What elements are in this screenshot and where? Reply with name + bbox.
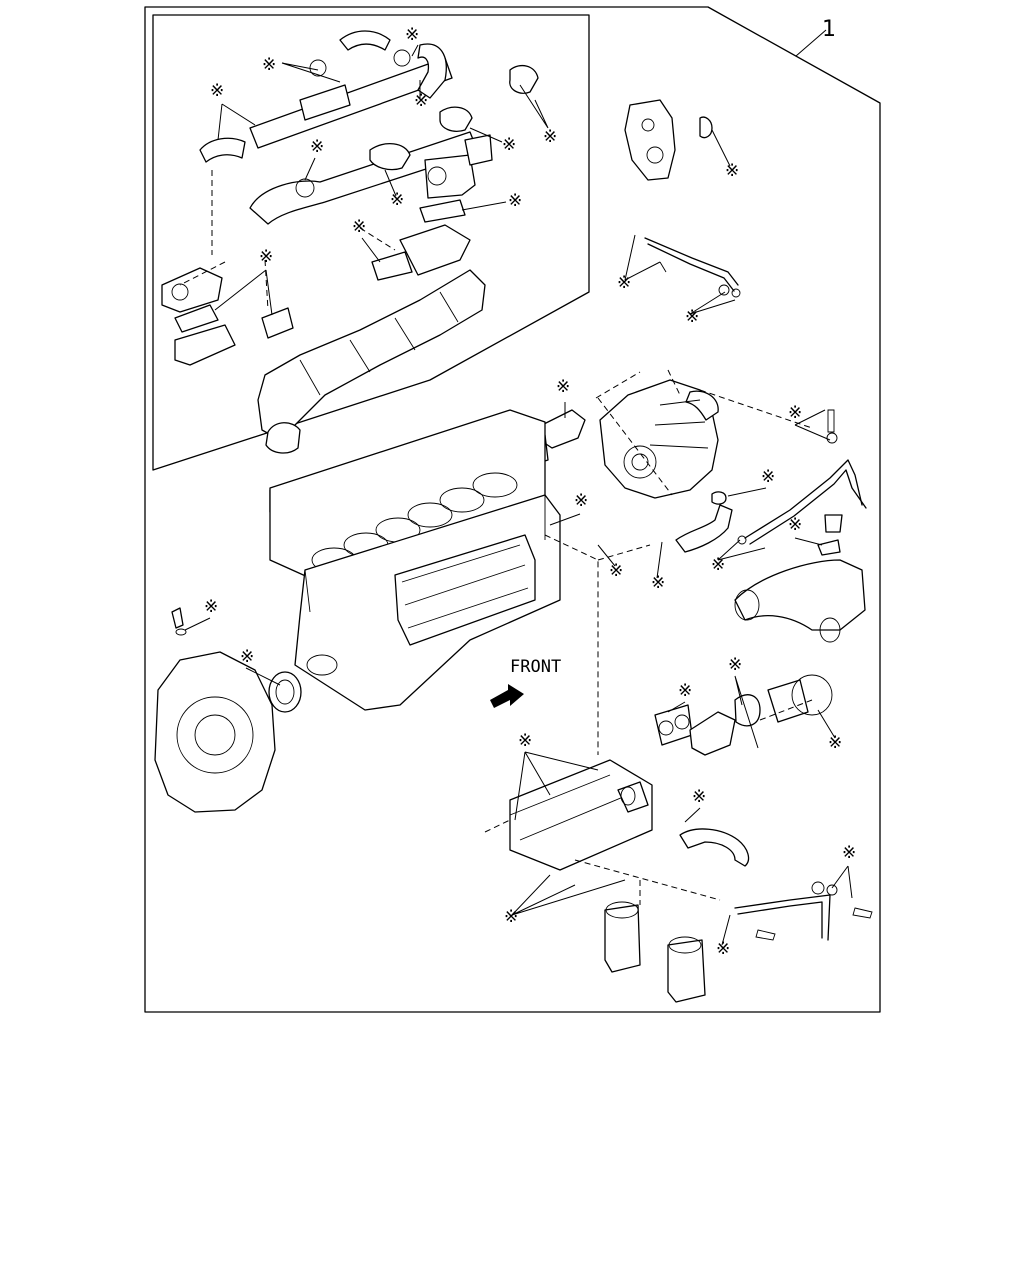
svg-text:※: ※ [405, 25, 419, 45]
turbo-oil-feed-pipe [737, 409, 867, 545]
svg-text:※: ※ [210, 81, 224, 101]
egr-cooler-left [161, 267, 223, 313]
exhaust-pipe-middle [249, 106, 479, 225]
kit-marker-leaders [184, 44, 853, 946]
turbocharger [599, 379, 719, 499]
svg-text:※: ※ [414, 91, 428, 111]
svg-text:※: ※ [788, 403, 802, 423]
front-label: FRONT [510, 657, 561, 677]
svg-text:※: ※ [678, 681, 692, 701]
oil-pipe-lower [679, 828, 750, 867]
egr-valve [424, 134, 493, 199]
svg-text:※: ※ [508, 191, 522, 211]
svg-text:※: ※ [609, 561, 623, 581]
svg-text:※: ※ [502, 135, 516, 155]
svg-text:※: ※ [728, 655, 742, 675]
svg-text:※: ※ [543, 127, 557, 147]
svg-text:※: ※ [711, 555, 725, 575]
exhaust-pipe-upper [199, 30, 539, 163]
kit-markers: ※ ※ ※ ※ ※ ※ ※ ※ ※ ※ ※ ※ ※ ※ ※ ※ ※ ※ ※ ※ … [204, 25, 856, 959]
svg-text:※: ※ [310, 137, 324, 157]
gasket-plate-inset [174, 199, 466, 339]
kit-frame [144, 6, 881, 1013]
inset-frame [152, 14, 590, 471]
oil-cooler-gasket [617, 781, 649, 813]
svg-text:※: ※ [240, 647, 254, 667]
fuel-pipe-lower [734, 881, 873, 941]
svg-text:※: ※ [842, 843, 856, 863]
callout-number: 1 [822, 17, 836, 42]
oil-filter-left [604, 901, 641, 973]
oil-pipe-upper [644, 237, 741, 298]
svg-text:※: ※ [828, 733, 842, 753]
rear-oil-seal [268, 671, 302, 713]
callout-leader [795, 29, 827, 57]
inset-guide-lines [179, 170, 396, 311]
svg-text:※: ※ [262, 55, 276, 75]
cylinder-block [294, 494, 561, 711]
svg-text:※: ※ [716, 939, 730, 959]
gear-case-cover [624, 99, 713, 181]
svg-text:※: ※ [518, 731, 532, 751]
svg-text:※: ※ [204, 597, 218, 617]
svg-text:※: ※ [617, 273, 631, 293]
svg-text:※: ※ [352, 217, 366, 237]
oil-return-pipe [675, 491, 733, 553]
svg-text:※: ※ [692, 787, 706, 807]
svg-text:※: ※ [761, 467, 775, 487]
oil-filter-right [667, 936, 706, 1003]
oil-cooler-cover [509, 759, 653, 871]
svg-text:※: ※ [259, 247, 273, 267]
svg-text:※: ※ [574, 491, 588, 511]
front-arrow-icon [490, 684, 524, 708]
exhaust-manifold [174, 224, 486, 454]
svg-text:※: ※ [390, 190, 404, 210]
svg-text:※: ※ [725, 161, 739, 181]
svg-text:※: ※ [651, 573, 665, 593]
svg-text:※: ※ [788, 515, 802, 535]
water-outlet-housing [734, 514, 866, 643]
assembly-guide-lines [484, 369, 813, 905]
flywheel-housing [154, 607, 276, 813]
svg-text:※: ※ [556, 377, 570, 397]
